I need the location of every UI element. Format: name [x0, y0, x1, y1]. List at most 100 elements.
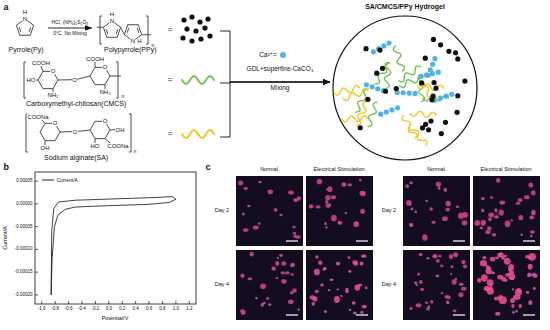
cell: [241, 309, 246, 314]
cell: [365, 287, 368, 290]
nucleus: [501, 212, 503, 214]
nucleus: [492, 272, 494, 274]
nucleus: [251, 254, 253, 256]
cell: [499, 210, 504, 216]
ppy-dot: [439, 131, 444, 136]
nucleus: [337, 299, 339, 301]
calcium-dot: [436, 70, 441, 75]
cell: [326, 189, 329, 191]
nucleus: [491, 215, 493, 217]
scale-bar: [286, 240, 298, 241]
nucleus: [283, 281, 285, 283]
nucleus: [248, 205, 250, 207]
nucleus: [457, 206, 459, 208]
nucleus: [512, 300, 514, 302]
cell: [453, 252, 458, 257]
cell: [331, 195, 337, 199]
cell: [315, 290, 319, 293]
cell: [419, 253, 423, 257]
cell: [481, 274, 488, 281]
nucleus: [511, 276, 513, 278]
nucleus: [507, 223, 509, 225]
nucleus: [418, 274, 420, 276]
atom-label: H: [109, 11, 114, 17]
ppy-dot: [363, 46, 368, 51]
cell: [504, 279, 507, 282]
atom-label: O: [52, 120, 58, 126]
cell: [445, 208, 450, 212]
nucleus: [481, 227, 483, 229]
cell: [527, 273, 530, 277]
cell: [275, 277, 278, 279]
nucleus: [454, 281, 456, 283]
cell: [268, 303, 272, 306]
nucleus: [516, 297, 518, 299]
nucleus: [341, 295, 343, 297]
tick-mark: [135, 301, 136, 304]
cell: [309, 204, 314, 208]
tick-mark: [41, 301, 42, 304]
cell: [279, 254, 283, 257]
nucleus: [245, 230, 247, 232]
nucleus: [503, 257, 505, 259]
cell: [513, 295, 520, 300]
nucleus: [277, 263, 279, 265]
fluorescence-images: [236, 176, 540, 320]
cell: [290, 265, 293, 267]
cell: [292, 288, 296, 292]
cell: [267, 190, 273, 195]
cell: [528, 300, 532, 305]
cell: [336, 262, 340, 266]
ppy-dot: [433, 86, 438, 91]
nucleus: [532, 256, 534, 258]
nucleus: [242, 275, 244, 277]
nucleus: [490, 291, 492, 293]
cell: [250, 252, 254, 257]
micrograph: [306, 250, 373, 320]
cell: [481, 197, 485, 200]
atom-label: n: [121, 94, 125, 99]
nucleus: [520, 305, 522, 307]
cell: [325, 226, 328, 228]
nucleus: [277, 257, 279, 259]
cell: [489, 284, 492, 287]
bracket: [129, 114, 131, 152]
atom-label: COOH: [86, 56, 105, 62]
nucleus: [312, 297, 314, 299]
bond: [42, 120, 45, 123]
nucleus: [283, 263, 285, 265]
tick-label: 0.2: [119, 307, 126, 312]
nucleus: [511, 220, 513, 222]
nucleus: [426, 302, 428, 304]
tick-mark: [35, 249, 38, 250]
cell: [281, 261, 286, 265]
nucleus: [427, 258, 429, 260]
calcium-dot: [413, 91, 418, 96]
cell: [518, 304, 522, 308]
ppy-dot: [197, 19, 202, 24]
ppy-dot: [383, 89, 388, 94]
nucleus: [287, 272, 289, 274]
tick-mark: [162, 301, 163, 304]
nucleus: [482, 198, 484, 200]
nucleus: [516, 311, 518, 313]
calcium-dot: [280, 52, 286, 58]
nucleus: [452, 266, 454, 268]
cell: [266, 297, 270, 300]
tick-label: -1.0: [37, 307, 46, 312]
nucleus: [513, 306, 515, 308]
row-label: Day 2: [381, 208, 396, 214]
nucleus: [364, 256, 366, 258]
nucleus: [530, 185, 532, 187]
nucleus: [361, 263, 363, 265]
nucleus: [267, 298, 269, 300]
nucleus: [482, 210, 484, 212]
tick-label: -0.2: [91, 307, 100, 312]
ppy-dot: [189, 14, 194, 19]
cell: [293, 198, 298, 202]
ppy-dot: [181, 17, 186, 22]
nucleus: [502, 202, 504, 204]
nucleus: [415, 211, 417, 213]
cell: [353, 262, 358, 266]
